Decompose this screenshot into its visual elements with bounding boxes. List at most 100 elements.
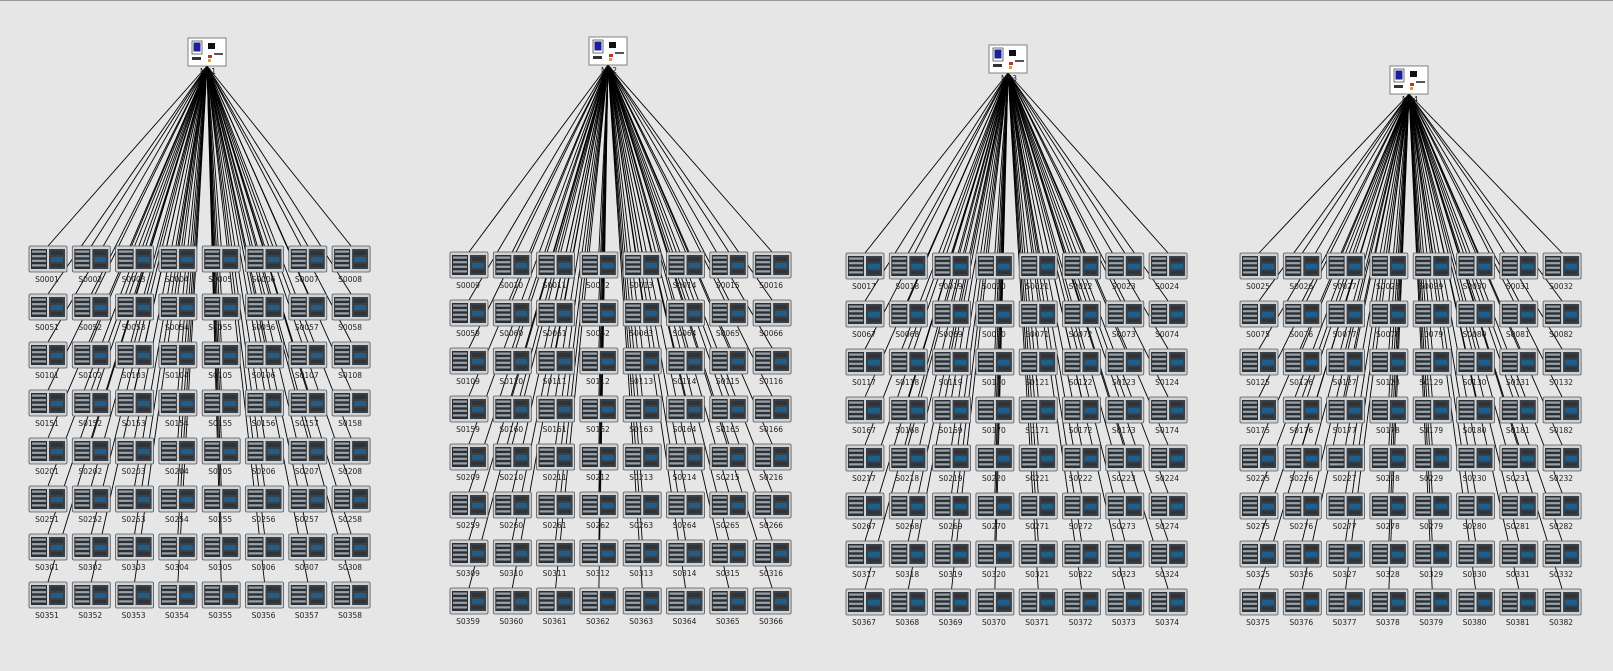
switch-node[interactable]: S0261: [536, 491, 575, 530]
switch-node[interactable]: S0059: [449, 299, 489, 338]
switch-node[interactable]: S0029: [1412, 252, 1452, 291]
switch-node[interactable]: S0330: [1456, 540, 1495, 579]
switch-node[interactable]: S0352: [71, 581, 111, 620]
switch-node[interactable]: S0275: [1239, 492, 1279, 531]
switch-node[interactable]: S0381: [1499, 588, 1539, 627]
switch-node[interactable]: S0010: [492, 251, 532, 290]
switch-node[interactable]: S0118: [888, 348, 928, 387]
switch-node[interactable]: S0069: [932, 300, 971, 339]
switch-node[interactable]: S0378: [1369, 588, 1409, 627]
switch-node[interactable]: S0215: [709, 443, 749, 482]
switch-node[interactable]: S0303: [115, 533, 154, 572]
switch-node[interactable]: S0155: [201, 389, 241, 428]
switch-node[interactable]: S0168: [888, 396, 928, 435]
switch-node[interactable]: S0231: [1499, 444, 1539, 483]
switch-node[interactable]: S0113: [622, 347, 662, 386]
switch-node[interactable]: S0009: [449, 251, 489, 290]
switch-node[interactable]: S0016: [752, 251, 792, 290]
switch-node[interactable]: S0377: [1326, 588, 1365, 627]
switch-node[interactable]: S0367: [845, 588, 885, 627]
switch-node[interactable]: S0176: [1282, 396, 1322, 435]
switch-node[interactable]: S0305: [201, 533, 241, 572]
switch-node[interactable]: S0103: [115, 341, 154, 380]
switch-node[interactable]: S0117: [845, 348, 885, 387]
switch-node[interactable]: S0267: [845, 492, 885, 531]
switch-node[interactable]: S0108: [331, 341, 371, 380]
switch-node[interactable]: S0177: [1326, 396, 1365, 435]
switch-node[interactable]: S0280: [1456, 492, 1495, 531]
switch-node[interactable]: S0027: [1326, 252, 1365, 291]
switch-node[interactable]: S0021: [1018, 252, 1058, 291]
switch-node[interactable]: S0073: [1105, 300, 1145, 339]
switch-node[interactable]: S0327: [1326, 540, 1365, 579]
switch-node[interactable]: S0105: [201, 341, 241, 380]
switch-node[interactable]: S0218: [888, 444, 928, 483]
switch-node[interactable]: S0065: [709, 299, 749, 338]
switch-node[interactable]: S0064: [666, 299, 705, 338]
switch-node[interactable]: S0307: [288, 533, 328, 572]
switch-node[interactable]: S0321: [1018, 540, 1058, 579]
switch-node[interactable]: S0120: [975, 348, 1015, 387]
switch-node[interactable]: S0226: [1282, 444, 1322, 483]
switch-node[interactable]: S0369: [932, 588, 971, 627]
switch-node[interactable]: S0074: [1148, 300, 1188, 339]
switch-node[interactable]: S0082: [1542, 300, 1582, 339]
switch-node[interactable]: S0201: [28, 437, 68, 476]
switch-node[interactable]: S0207: [288, 437, 328, 476]
switch-node[interactable]: S0219: [932, 444, 971, 483]
switch-node[interactable]: S0007: [288, 245, 328, 284]
switch-node[interactable]: S0224: [1148, 444, 1188, 483]
switch-node[interactable]: S0259: [449, 491, 489, 530]
switch-node[interactable]: S0182: [1542, 396, 1582, 435]
switch-node[interactable]: S0171: [1018, 396, 1058, 435]
switch-node[interactable]: S0373: [1105, 588, 1145, 627]
switch-node[interactable]: S0022: [1062, 252, 1101, 291]
switch-node[interactable]: S0358: [331, 581, 371, 620]
switch-node[interactable]: S0323: [1105, 540, 1145, 579]
switch-node[interactable]: S0017: [845, 252, 885, 291]
switch-node[interactable]: S0260: [492, 491, 532, 530]
switch-node[interactable]: S0111: [536, 347, 575, 386]
switch-node[interactable]: S0279: [1412, 492, 1452, 531]
switch-node[interactable]: S0121: [1018, 348, 1058, 387]
switch-node[interactable]: S0318: [888, 540, 928, 579]
switch-node[interactable]: S0165: [709, 395, 749, 434]
switch-node[interactable]: S0159: [449, 395, 489, 434]
switch-node[interactable]: S0232: [1542, 444, 1582, 483]
switch-node[interactable]: S0221: [1018, 444, 1058, 483]
switch-node[interactable]: S0204: [158, 437, 198, 476]
switch-node[interactable]: S0115: [709, 347, 749, 386]
switch-node[interactable]: S0268: [888, 492, 928, 531]
switch-node[interactable]: S0360: [492, 587, 532, 626]
switch-node[interactable]: S0060: [492, 299, 532, 338]
switch-node[interactable]: S0127: [1326, 348, 1365, 387]
switch-node[interactable]: S0056: [245, 293, 284, 332]
switch-node[interactable]: S0362: [579, 587, 619, 626]
switch-node[interactable]: S0030: [1456, 252, 1495, 291]
switch-node[interactable]: S0274: [1148, 492, 1188, 531]
switch-node[interactable]: S0364: [666, 587, 705, 626]
switch-node[interactable]: S0061: [536, 299, 575, 338]
switch-node[interactable]: S0109: [449, 347, 489, 386]
switch-node[interactable]: S0208: [331, 437, 371, 476]
switch-node[interactable]: S0163: [622, 395, 662, 434]
switch-node[interactable]: S0320: [975, 540, 1015, 579]
switch-node[interactable]: S0258: [331, 485, 371, 524]
switch-node[interactable]: S0001: [28, 245, 68, 284]
switch-node[interactable]: S0161: [536, 395, 575, 434]
switch-node[interactable]: S0252: [71, 485, 111, 524]
switch-node[interactable]: S0311: [536, 539, 575, 578]
switch-node[interactable]: S0254: [158, 485, 198, 524]
switch-node[interactable]: S0263: [622, 491, 662, 530]
switch-node[interactable]: S0123: [1105, 348, 1145, 387]
switch-node[interactable]: S0068: [888, 300, 928, 339]
switch-node[interactable]: S0154: [158, 389, 198, 428]
master-node[interactable]: M04: [1389, 65, 1429, 104]
switch-node[interactable]: S0310: [492, 539, 532, 578]
switch-node[interactable]: S0051: [28, 293, 68, 332]
switch-node[interactable]: S0173: [1105, 396, 1145, 435]
switch-node[interactable]: S0206: [245, 437, 284, 476]
switch-node[interactable]: S0213: [622, 443, 662, 482]
switch-node[interactable]: S0256: [245, 485, 284, 524]
switch-node[interactable]: S0072: [1062, 300, 1101, 339]
